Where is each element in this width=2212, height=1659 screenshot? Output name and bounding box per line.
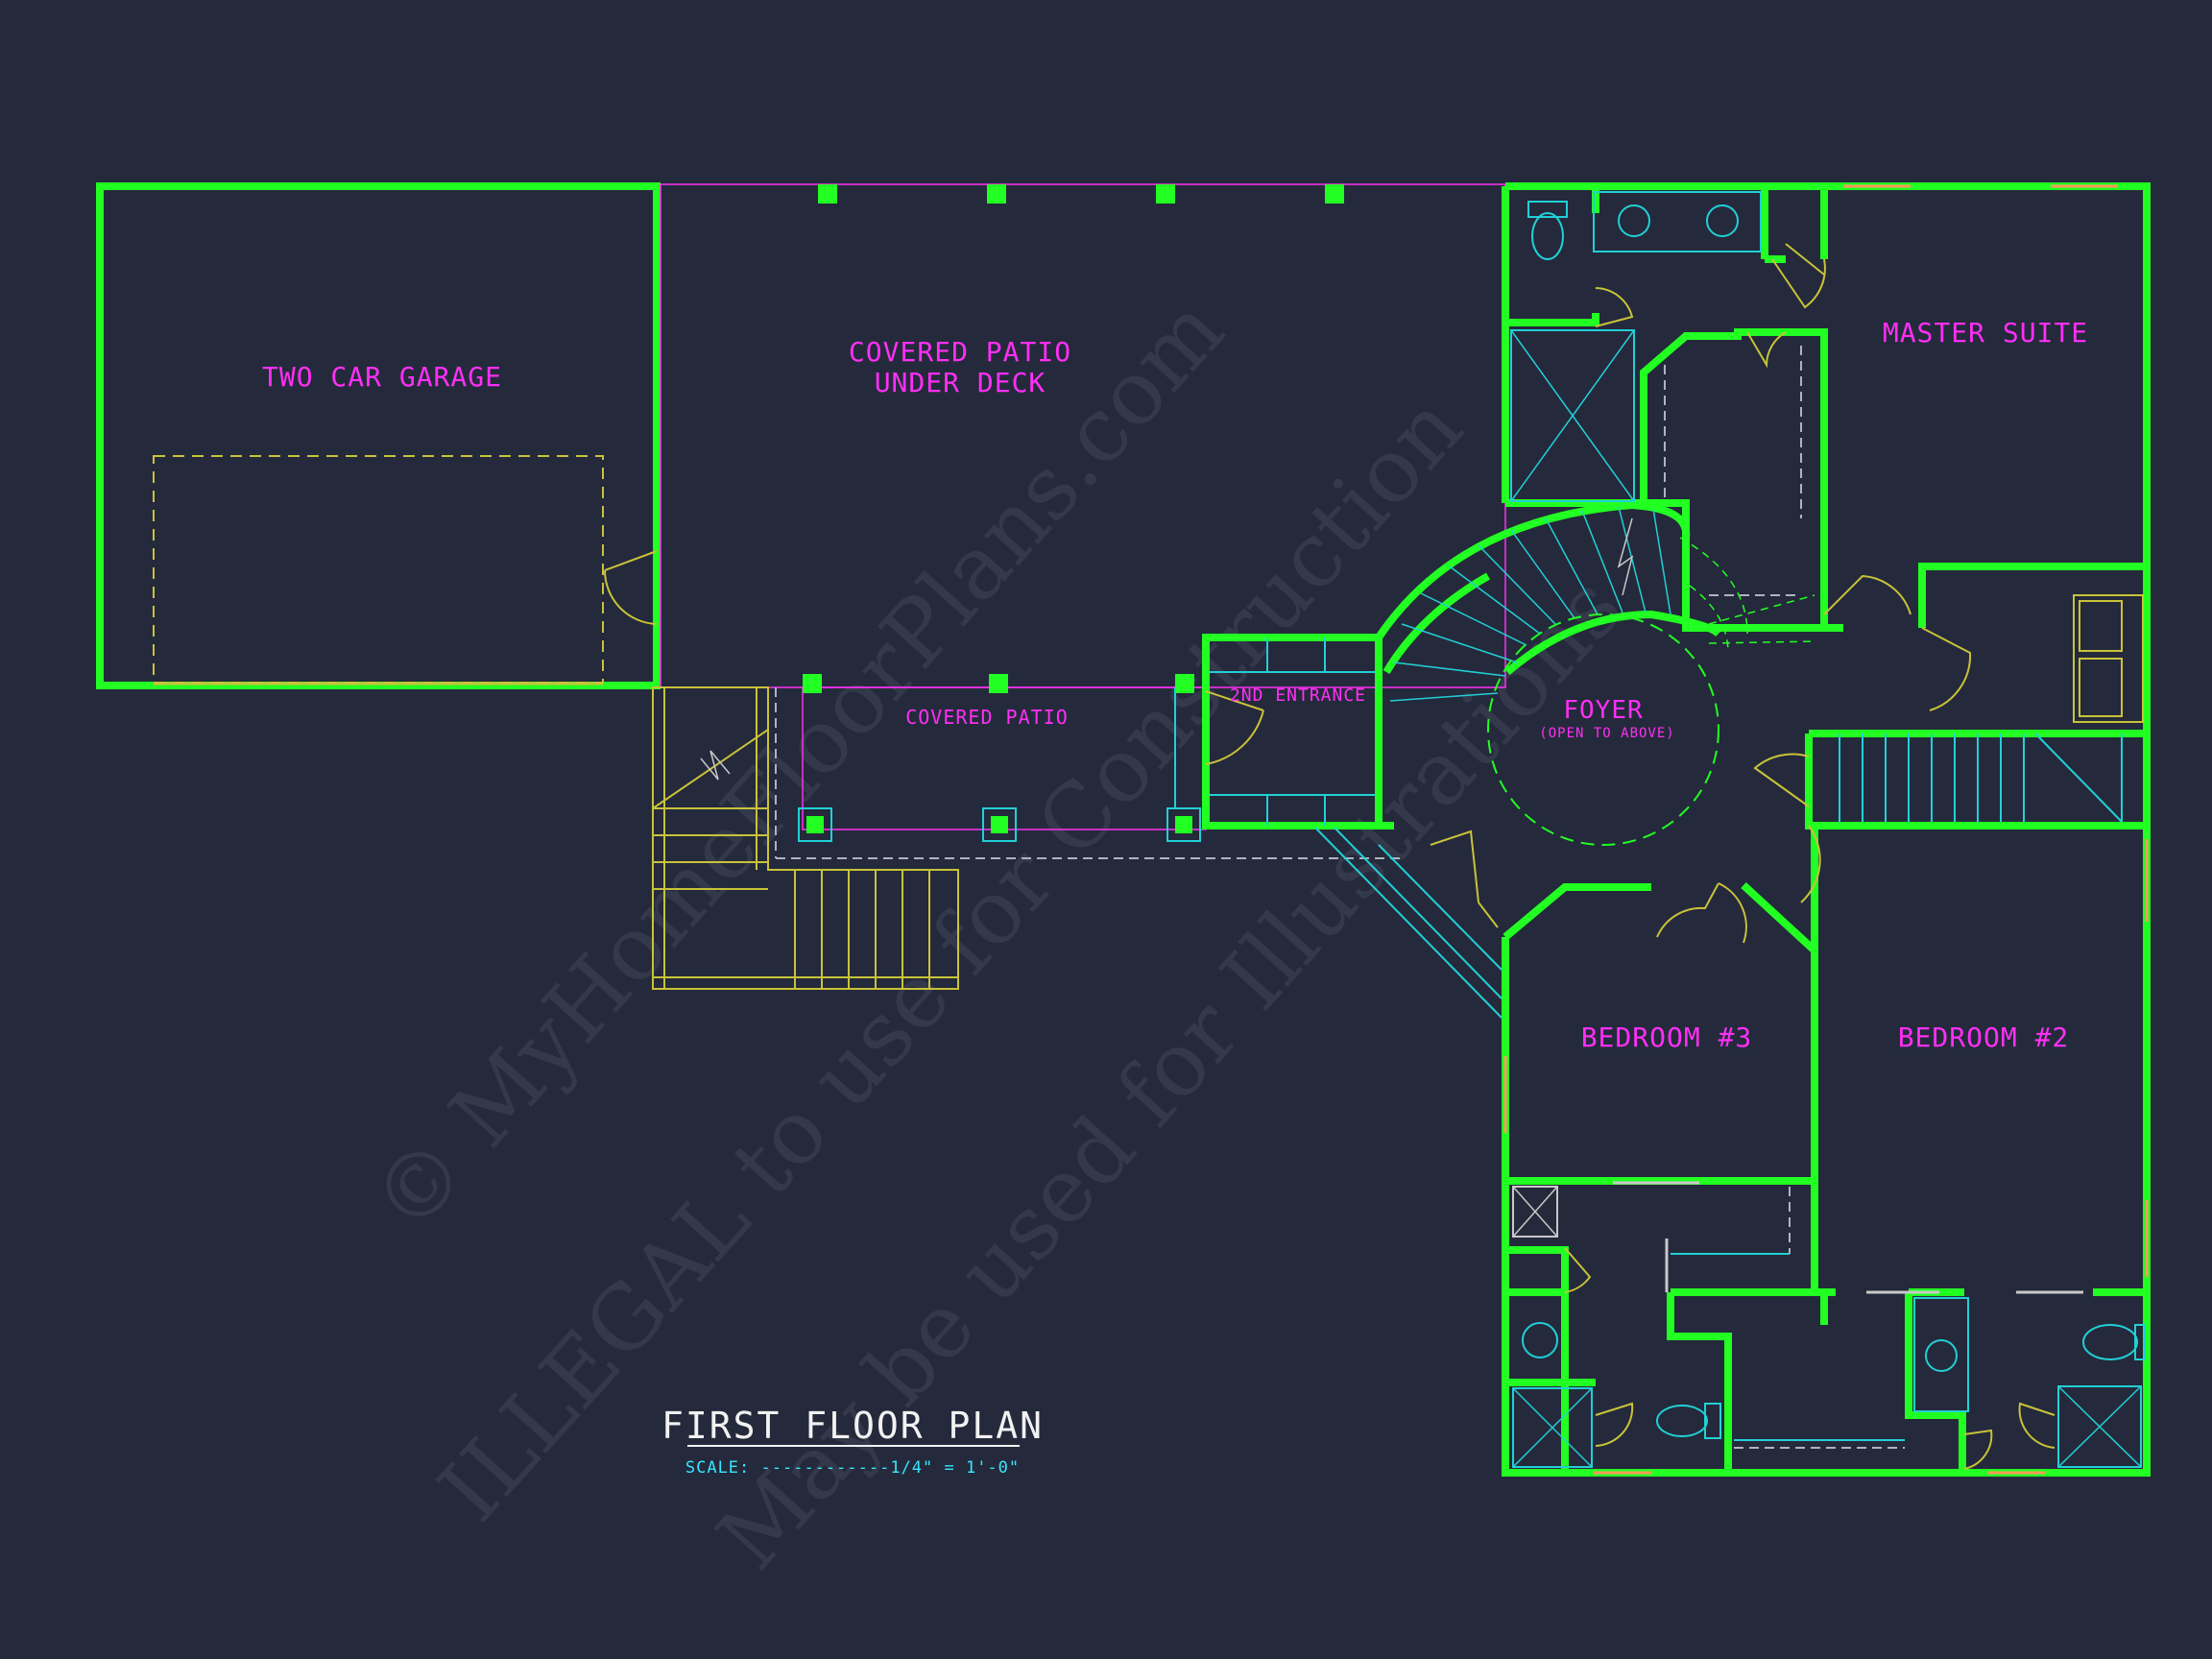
stair-outline xyxy=(652,686,959,990)
patio-post xyxy=(806,816,824,833)
column-base xyxy=(982,807,1017,842)
interior-stair xyxy=(1839,733,2123,823)
bedrooms: BEDROOM #3 BEDROOM #2 xyxy=(1512,1022,2083,1294)
title-block: FIRST FLOOR PLAN SCALE: ------------1/4"… xyxy=(661,1405,1044,1478)
laundry xyxy=(1823,574,2144,723)
plan-scale: SCALE: ------------1/4" = 1'-0" xyxy=(685,1458,1020,1478)
foyer: FOYER (OPEN TO ABOVE) xyxy=(1314,613,1821,1019)
sink-icon xyxy=(1522,1322,1558,1358)
watermark: © MyHomeFloorPlans.com ILLEGAL to use fo… xyxy=(352,278,1642,1588)
bedroom-3-label: BEDROOM #3 xyxy=(1581,1022,1753,1053)
entrance-door-swing xyxy=(1205,690,1264,765)
toilet-icon xyxy=(1531,212,1564,260)
patio-post xyxy=(991,816,1008,833)
patio-post xyxy=(1175,816,1192,833)
exterior-stairs xyxy=(652,686,959,990)
bedroom-2-label: BEDROOM #2 xyxy=(1898,1022,2070,1053)
bedroom-door-swing xyxy=(1656,882,1747,944)
deck-post xyxy=(1156,184,1175,204)
garage-door-swing xyxy=(604,550,658,625)
shower xyxy=(2057,1385,2142,1468)
garage-label: TWO CAR GARAGE xyxy=(262,361,502,393)
curved-stair xyxy=(1375,500,1815,702)
shower xyxy=(1510,329,1635,502)
foyer-open-circle xyxy=(1487,613,1719,846)
vanity xyxy=(1593,191,1762,252)
front-door-swing xyxy=(1430,830,1499,928)
shower xyxy=(1512,1387,1593,1468)
laundry-machines xyxy=(2073,594,2144,723)
column-base xyxy=(1166,807,1201,842)
master-suite: MASTER SUITE xyxy=(1503,184,2149,1277)
stair-door-swing xyxy=(1753,753,1821,903)
sink-icon xyxy=(1925,1339,1958,1372)
foyer-note: (OPEN TO ABOVE) xyxy=(1539,726,1674,741)
column-base xyxy=(798,807,832,842)
patio-post xyxy=(1175,674,1194,693)
house-walls xyxy=(1375,182,2151,1477)
hall-bath xyxy=(1512,1297,2146,1475)
sink-icon xyxy=(1706,204,1739,237)
deck-post xyxy=(818,184,837,204)
toilet-icon xyxy=(2082,1324,2138,1360)
garage-walls xyxy=(96,182,661,689)
garage: TWO CAR GARAGE xyxy=(96,182,661,689)
plan-title: FIRST FLOOR PLAN xyxy=(661,1405,1044,1447)
stair-wall-outer xyxy=(1375,500,1691,640)
stair-wall-inner xyxy=(1504,610,1721,676)
deck-post xyxy=(987,184,1006,204)
foyer-label: FOYER xyxy=(1563,696,1643,725)
patio-post xyxy=(989,674,1008,693)
garage-car-area xyxy=(153,455,604,684)
sink-icon xyxy=(1618,204,1650,237)
covered-patio-label: COVERED PATIO xyxy=(905,706,1069,729)
patio-post xyxy=(803,674,822,693)
covered-patio-deck-label-2: UNDER DECK xyxy=(875,367,1046,398)
master-suite-label: MASTER SUITE xyxy=(1883,317,2088,349)
second-entrance-label: 2ND ENTRANCE xyxy=(1230,685,1366,706)
toilet-icon xyxy=(1656,1405,1708,1437)
deck-post xyxy=(1325,184,1344,204)
covered-patio-deck-label-1: COVERED PATIO xyxy=(849,336,1071,368)
